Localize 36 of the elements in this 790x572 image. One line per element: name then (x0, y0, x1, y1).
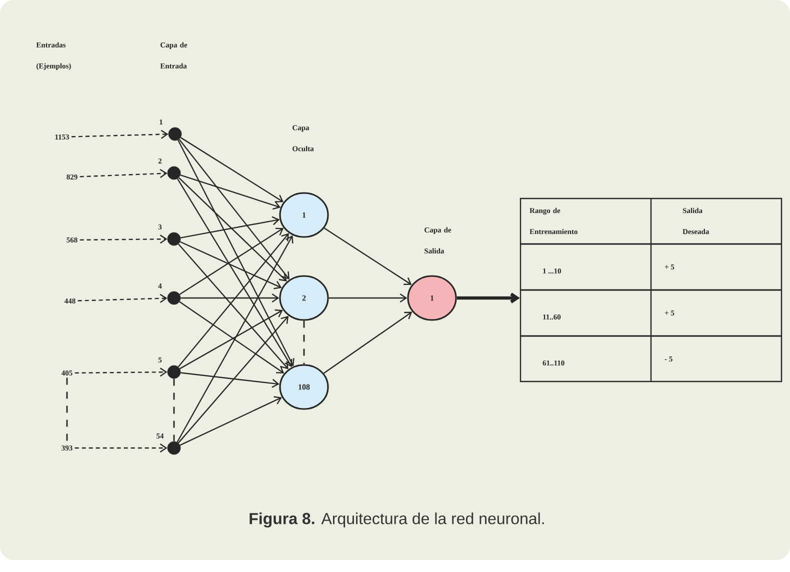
dashed-arrow (74, 368, 168, 377)
arrow (324, 228, 412, 285)
arrow (179, 301, 284, 374)
continuation-line (173, 378, 175, 442)
arrow (328, 294, 408, 302)
input-neuron (167, 441, 181, 455)
dashed-arrow (80, 234, 168, 244)
dashed-arrow (71, 130, 168, 139)
continuation-line (66, 378, 68, 444)
arrow (180, 216, 280, 238)
arrow (178, 177, 287, 282)
arrow (180, 174, 281, 210)
arrow (180, 309, 283, 370)
arrow (323, 312, 412, 374)
continuation-line (303, 320, 305, 364)
dashed-arrow (74, 444, 168, 452)
arrow (456, 292, 520, 304)
arrow (178, 316, 289, 444)
input-neuron (167, 291, 181, 305)
arrow (180, 137, 284, 202)
dashed-arrow (80, 169, 168, 178)
arrow (176, 235, 294, 442)
arrow (180, 294, 280, 302)
input-neuron (167, 232, 181, 246)
arrow (178, 140, 294, 366)
dashed-arrow (78, 294, 168, 303)
input-neuron (167, 166, 181, 180)
arrow (176, 178, 292, 368)
arrow (180, 241, 282, 290)
arrow (180, 372, 280, 388)
input-neuron (167, 365, 181, 379)
figure-caption: Figura 8. Arquitectura de la red neuronal. (250, 512, 544, 528)
input-neuron (168, 127, 182, 141)
arrow (178, 138, 290, 280)
arrow (180, 396, 282, 446)
arrow (179, 228, 284, 295)
